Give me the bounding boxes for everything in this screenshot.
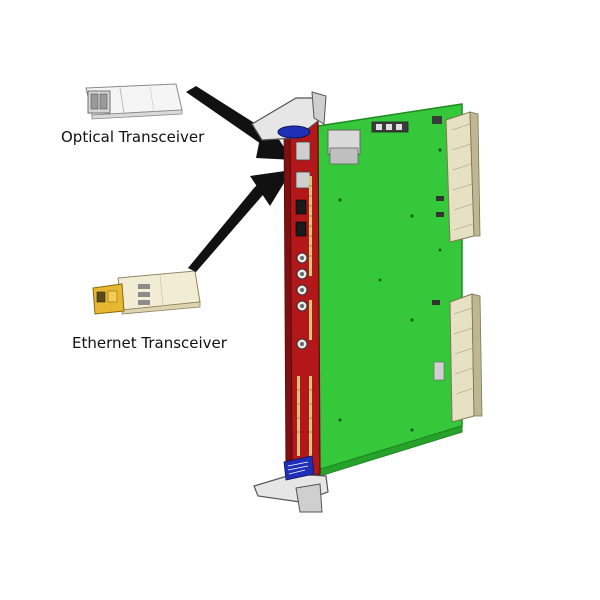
vme-board-illustration: [251, 91, 483, 513]
ethernet-transceiver-label: Ethernet Transceiver: [72, 334, 227, 352]
ethernet-transceiver-illustration: [92, 270, 201, 315]
ethernet-arrow: [188, 170, 292, 272]
optical-transceiver-label: Optical Transceiver: [61, 128, 205, 146]
optical-transceiver-illustration: [85, 83, 183, 120]
